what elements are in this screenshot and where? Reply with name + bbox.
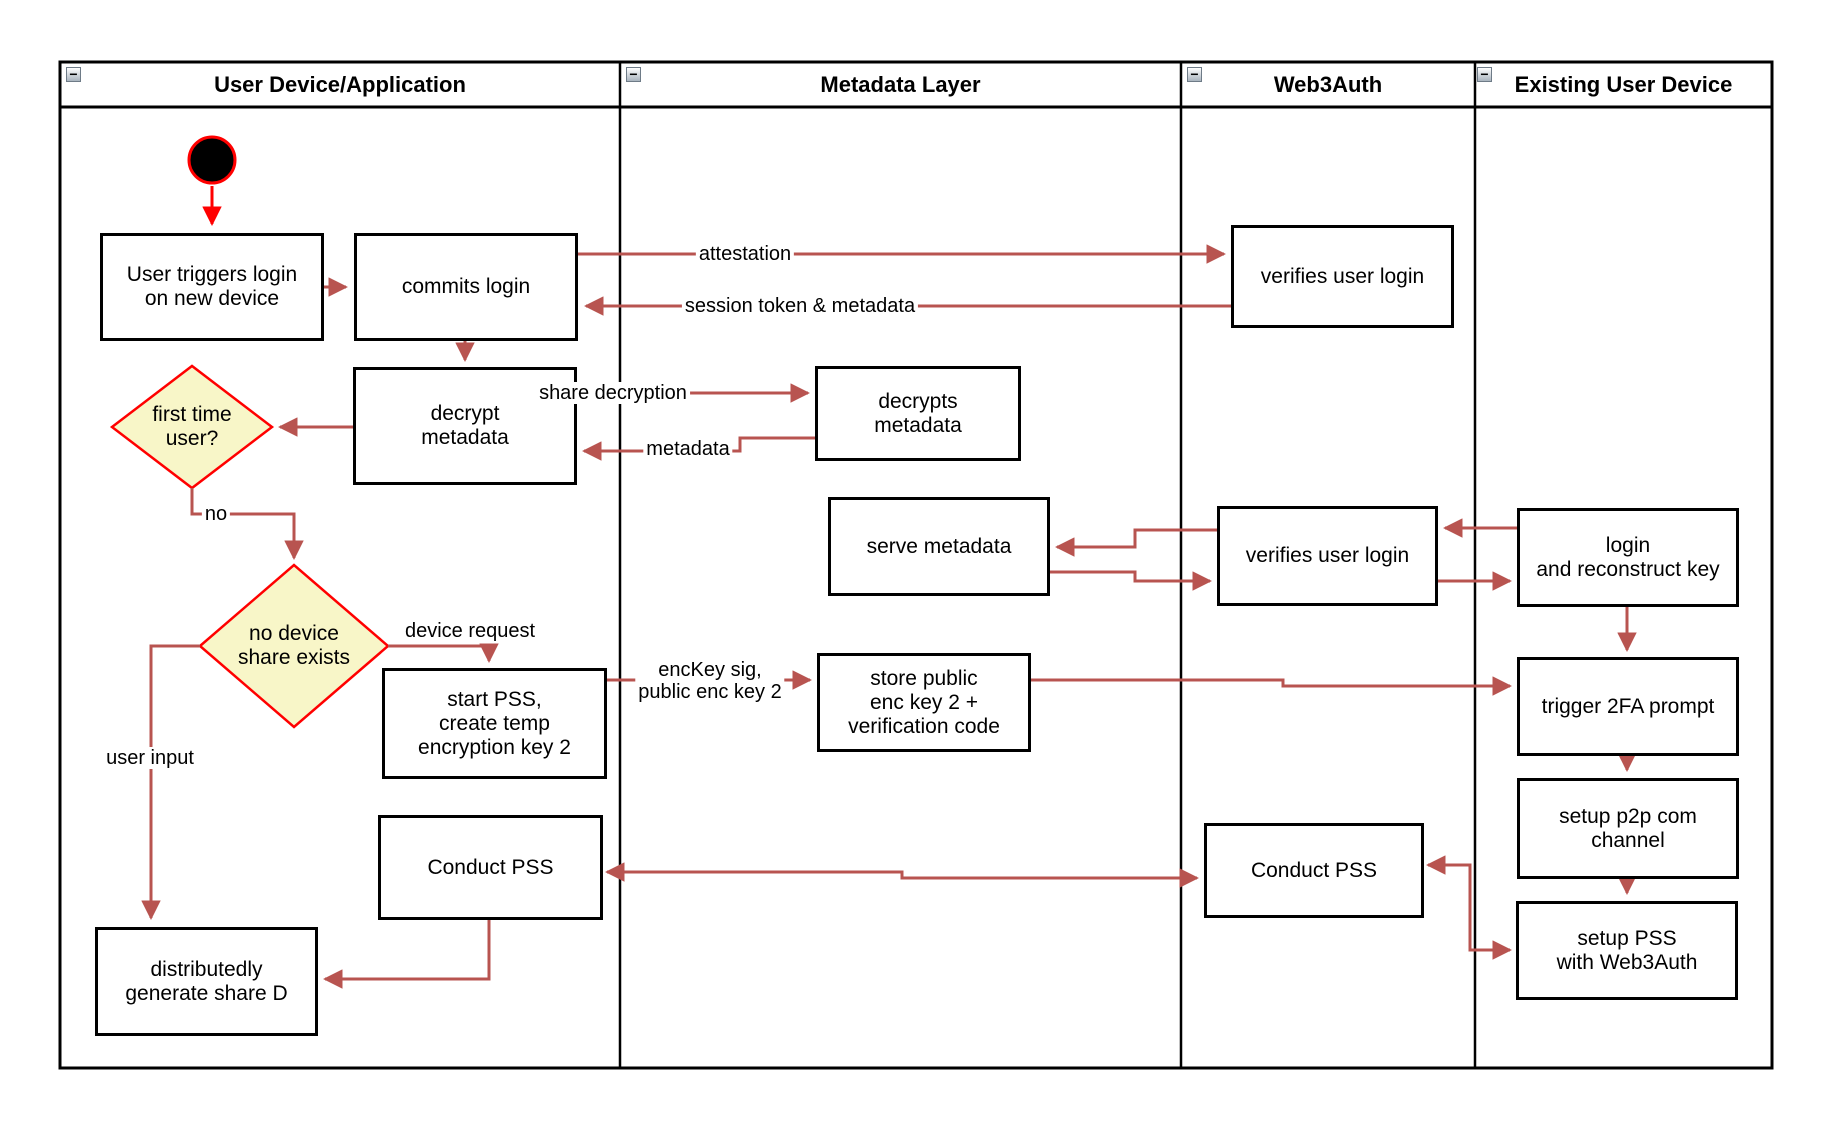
edge-user-input[interactable] xyxy=(141,644,200,920)
node-serve-metadata[interactable]: serve metadata xyxy=(828,497,1050,596)
node-setup-p2p-channel[interactable]: setup p2p com channel xyxy=(1517,778,1739,879)
edge-label-metadata[interactable]: metadata xyxy=(643,438,733,460)
node-decrypts-metadata[interactable]: decrypts metadata xyxy=(815,366,1021,461)
edge-conduct-to-distributed[interactable] xyxy=(323,920,491,989)
edge-store-to-trigger-2fa[interactable] xyxy=(1030,676,1512,696)
collapse-icon[interactable]: − xyxy=(66,67,81,82)
edge-label-enckey-sig[interactable]: encKey sig, public enc key 2 xyxy=(635,659,785,703)
node-login-reconstruct-key[interactable]: login and reconstruct key xyxy=(1517,508,1739,607)
lane-title-metadata-layer: Metadata Layer xyxy=(820,72,981,97)
collapse-icon[interactable]: − xyxy=(1187,67,1202,82)
node-conduct-pss-user-device[interactable]: Conduct PSS xyxy=(378,815,603,920)
node-distributed-generate-share[interactable]: distributedly generate share D xyxy=(95,927,318,1036)
collapse-icon[interactable]: − xyxy=(1477,67,1492,82)
node-store-public-enc-key[interactable]: store public enc key 2 + verification co… xyxy=(817,653,1031,752)
start-state-circle[interactable] xyxy=(187,135,237,185)
node-conduct-pss-web3auth[interactable]: Conduct PSS xyxy=(1204,823,1424,918)
node-verifies-user-login-1[interactable]: verifies user login xyxy=(1231,225,1454,328)
decision-label-no-device-share: no device share exists xyxy=(237,622,351,669)
node-commits-login[interactable]: commits login xyxy=(354,233,578,341)
decision-label-first-time-user: first time user? xyxy=(152,403,232,450)
node-start-pss[interactable]: start PSS, create temp encryption key 2 xyxy=(382,668,607,779)
edge-label-no[interactable]: no xyxy=(201,503,231,525)
edge-no-branch[interactable] xyxy=(190,488,304,560)
node-verifies-user-login-2[interactable]: verifies user login xyxy=(1217,506,1438,606)
lane-title-user-device: User Device/Application xyxy=(214,72,466,97)
edge-label-share-decryption[interactable]: share decryption xyxy=(536,382,690,404)
collapse-icon[interactable]: − xyxy=(626,67,641,82)
lane-title-web3auth: Web3Auth xyxy=(1273,72,1383,97)
edge-label-device-request[interactable]: device request xyxy=(401,620,539,642)
edge-setup-pss-conduct-pss[interactable] xyxy=(1426,855,1512,960)
node-user-triggers-login[interactable]: User triggers login on new device xyxy=(100,233,324,341)
edge-label-attestation[interactable]: attestation xyxy=(695,243,795,265)
edge-label-user-input[interactable]: user input xyxy=(103,747,197,769)
edge-label-session-token[interactable]: session token & metadata xyxy=(681,295,919,317)
edge-conduct-pss-link[interactable] xyxy=(605,862,1199,888)
node-setup-pss-web3auth[interactable]: setup PSS with Web3Auth xyxy=(1516,901,1738,1000)
edge-verifies2-to-serve[interactable] xyxy=(1055,528,1217,557)
edge-serve-to-verifies2[interactable] xyxy=(1049,570,1212,591)
decision-first-time-user[interactable] xyxy=(109,364,275,490)
lane-title-existing-device: Existing User Device xyxy=(1514,72,1733,97)
edge-device-request[interactable] xyxy=(388,643,499,663)
node-trigger-2fa-prompt[interactable]: trigger 2FA prompt xyxy=(1517,657,1739,756)
